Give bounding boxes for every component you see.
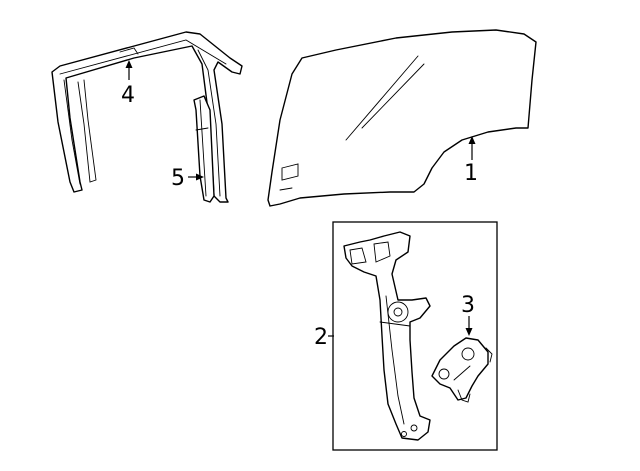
door-glass xyxy=(267,29,537,207)
callout-3: 3 xyxy=(461,293,475,318)
callout-1: 1 xyxy=(464,161,478,186)
run-channel xyxy=(193,95,215,203)
regulator-motor xyxy=(431,337,493,403)
callout-5: 5 xyxy=(171,166,185,191)
callout-2: 2 xyxy=(314,325,328,350)
callout-4: 4 xyxy=(121,83,135,108)
leader-lines xyxy=(125,60,476,337)
window-regulator xyxy=(343,231,431,441)
weatherstrip-channel xyxy=(51,31,243,203)
